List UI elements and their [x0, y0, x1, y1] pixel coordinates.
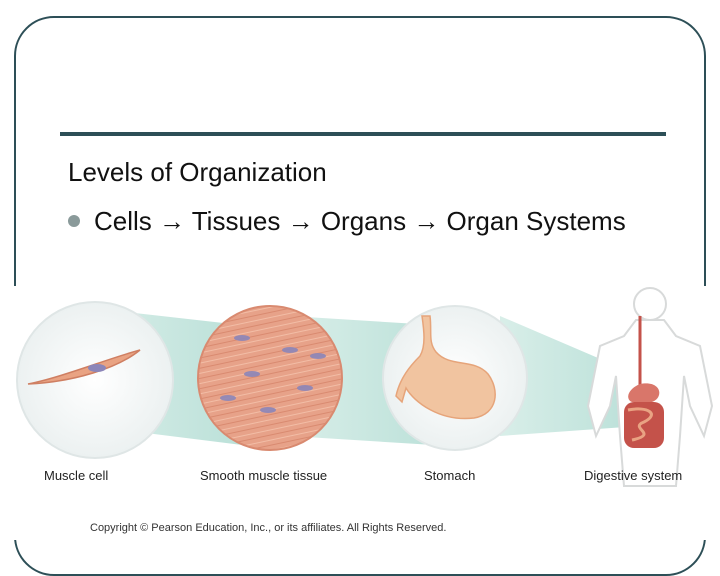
muscle-cell-nucleus [88, 364, 106, 372]
muscle-cell-circle [17, 302, 173, 458]
smooth-muscle-tissue-circle [198, 306, 342, 450]
label-digestive-system: Digestive system [584, 468, 682, 483]
label-stomach: Stomach [424, 468, 475, 483]
bullet-dot-icon [68, 215, 80, 227]
copyright-notice: Copyright © Pearson Education, Inc., or … [90, 522, 446, 534]
title-rule [60, 132, 666, 136]
levels-illustration [0, 286, 720, 540]
slide-title: Levels of Organization [68, 157, 327, 188]
levels-figure: Muscle cell Smooth muscle tissue Stomach… [0, 286, 720, 540]
bullet-item: Cells → Tissues → Organs → Organ Systems [68, 201, 648, 241]
label-muscle-cell: Muscle cell [44, 468, 108, 483]
label-smooth-muscle-tissue: Smooth muscle tissue [200, 468, 327, 483]
bullet-text: Cells → Tissues → Organs → Organ Systems [94, 201, 648, 241]
